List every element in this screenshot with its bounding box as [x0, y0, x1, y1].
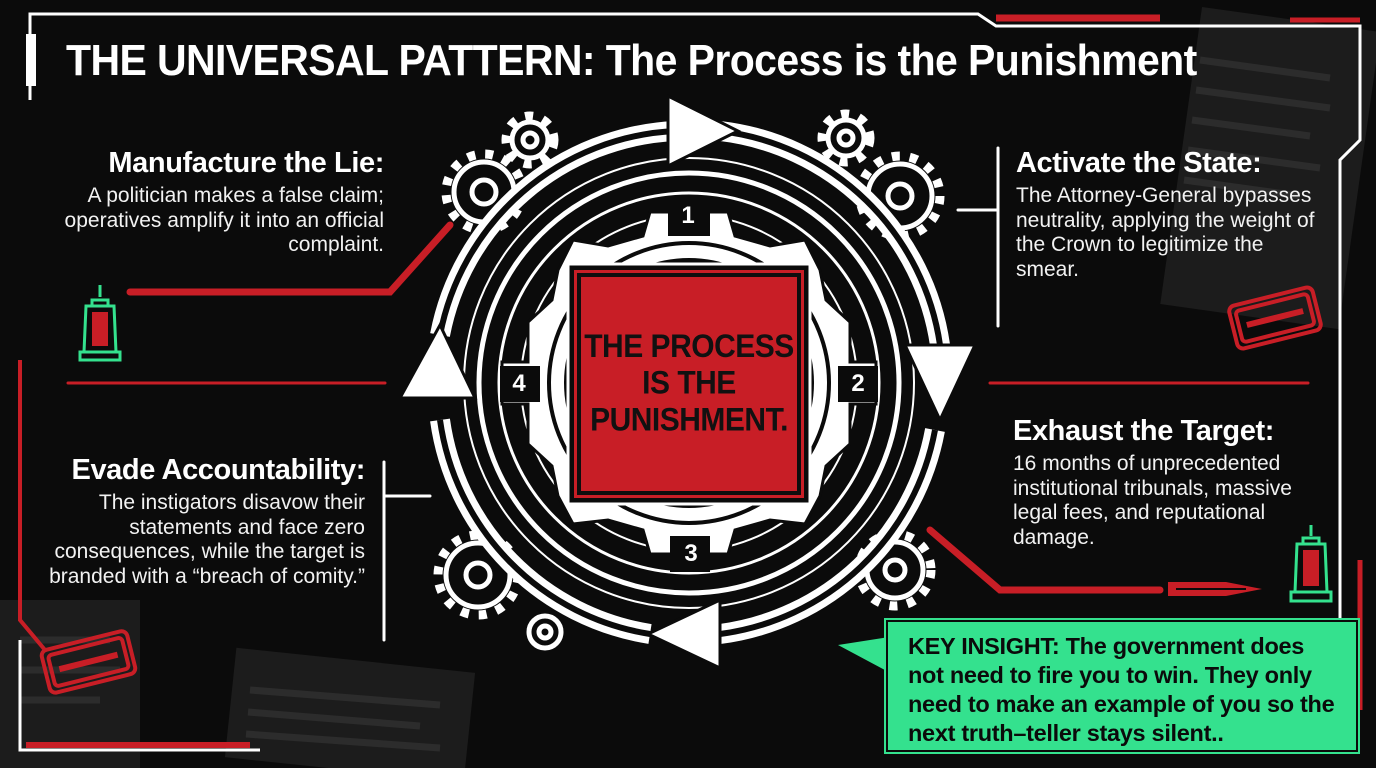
step-number-3: 3 — [684, 540, 698, 567]
connectors — [66, 146, 1310, 642]
step-number-2: 2 — [851, 370, 865, 397]
page-title: THE UNIVERSAL PATTERN: The Process is th… — [66, 36, 1197, 85]
step-heading: Manufacture the Lie: — [108, 147, 384, 179]
frame-lines — [18, 12, 1362, 752]
insight-pointer — [838, 636, 896, 676]
step-evade-accountability: Evade Accountability: The instigators di… — [40, 453, 365, 589]
title-bar-accent — [26, 34, 36, 86]
step-activate-the-state: Activate the State: The Attorney-General… — [1016, 146, 1316, 282]
step-body: The Attorney-General bypasses neutrality… — [1016, 184, 1315, 281]
number-slots — [500, 200, 878, 572]
key-insight-text: KEY INSIGHT: The government does not nee… — [908, 633, 1335, 746]
pen-icon — [1168, 582, 1262, 596]
step-number-4: 4 — [512, 370, 526, 397]
center-label-box: THE PROCESS IS THE PUNISHMENT. — [574, 270, 804, 498]
step-heading: Activate the State: — [1016, 147, 1262, 179]
key-insight-callout: KEY INSIGHT: The government does not nee… — [884, 618, 1360, 754]
center-label: THE PROCESS IS THE PUNISHMENT. — [584, 328, 794, 438]
step-number-1: 1 — [681, 202, 695, 229]
step-heading: Exhaust the Target: — [1013, 415, 1274, 447]
step-exhaust-the-target: Exhaust the Target: 16 months of unprece… — [1013, 414, 1333, 550]
step-body: The instigators disavow their statements… — [49, 491, 365, 588]
arrow-inner-lines — [437, 128, 943, 637]
step-manufacture-the-lie: Manufacture the Lie: A politician makes … — [60, 146, 385, 258]
step-heading: Evade Accountability: — [71, 454, 366, 486]
document-lines — [20, 56, 1331, 752]
frame-accents — [18, 14, 1363, 748]
lantern-icon — [78, 285, 1333, 603]
hub-ring — [547, 241, 831, 525]
arrow-heads — [397, 93, 978, 671]
step-body: 16 months of unprecedented institutional… — [1013, 452, 1292, 549]
step-body: A politician makes a false claim; operat… — [64, 184, 384, 256]
stamp-icon — [39, 285, 1323, 695]
